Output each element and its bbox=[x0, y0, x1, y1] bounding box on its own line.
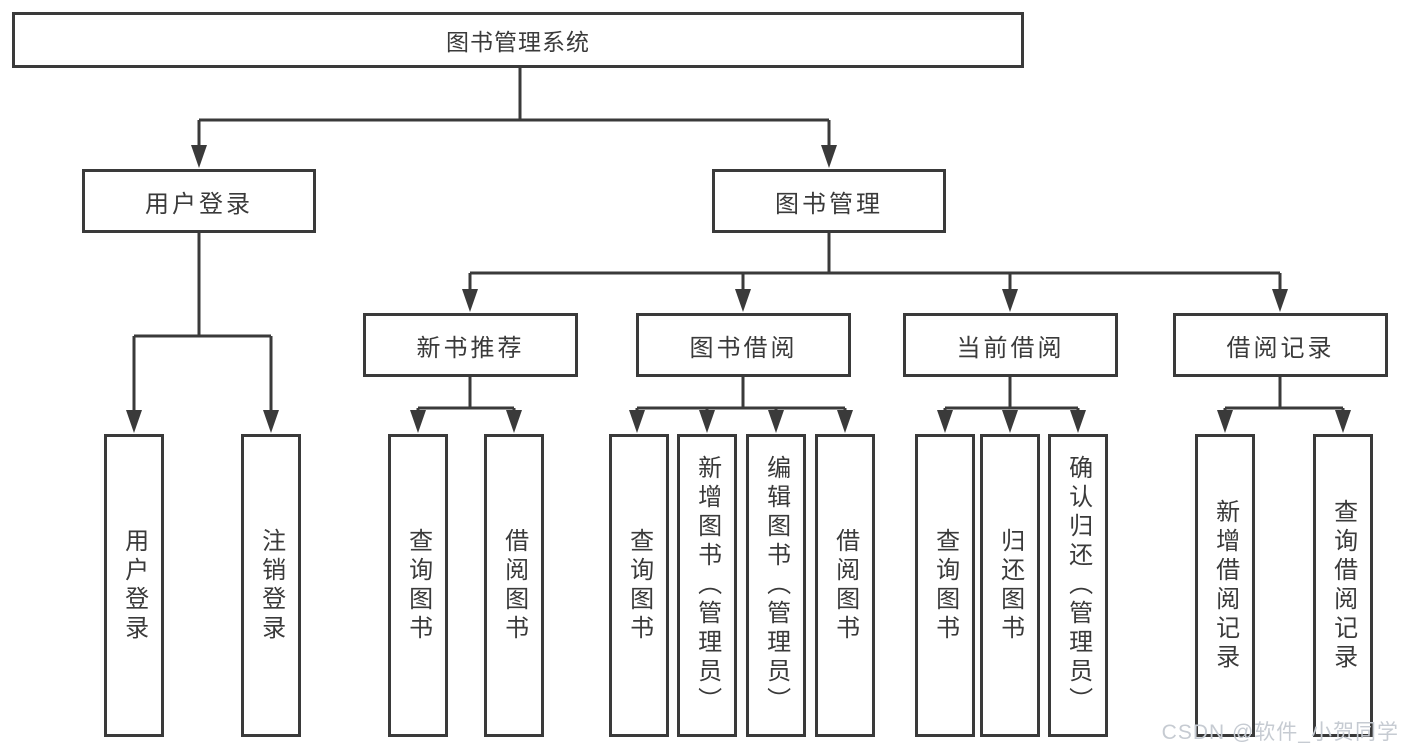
node-label: 借阅记录 bbox=[1226, 334, 1335, 362]
csdn-watermark: CSDN @软件_小贺同学 bbox=[1161, 721, 1399, 744]
node-label: 用户登录 bbox=[145, 190, 253, 218]
leaf-user-login: 用户登录 bbox=[104, 434, 164, 737]
node-label: 用户登录 bbox=[120, 527, 148, 644]
node-label: 借阅图书 bbox=[500, 527, 528, 644]
node-label: 查询借阅记录 bbox=[1329, 498, 1357, 673]
leaf-logout: 注销登录 bbox=[241, 434, 301, 737]
node-label: 图书管理 bbox=[775, 190, 883, 218]
node-label: 查询图书 bbox=[931, 527, 959, 644]
node-book-management: 图书管理 bbox=[712, 169, 946, 233]
node-label: 注销登录 bbox=[257, 527, 285, 644]
node-label: 当前借阅 bbox=[956, 334, 1065, 362]
leaf-return-book: 归还图书 bbox=[980, 434, 1040, 737]
node-user-login: 用户登录 bbox=[82, 169, 316, 233]
node-label: 查询图书 bbox=[404, 527, 432, 644]
node-label: 查询图书 bbox=[625, 527, 653, 644]
leaf-query-books-borrowing: 查询图书 bbox=[609, 434, 669, 737]
leaf-confirm-return-admin: 确认归还（管理员） bbox=[1048, 434, 1108, 737]
leaf-edit-book-admin: 编辑图书（管理员） bbox=[746, 434, 806, 737]
node-label: 新书推荐 bbox=[416, 334, 525, 362]
node-label: 图书借阅 bbox=[689, 334, 798, 362]
node-label: 确认归还（管理员） bbox=[1064, 455, 1092, 716]
arrowheads bbox=[126, 145, 1351, 433]
leaf-borrow-books-recommend: 借阅图书 bbox=[484, 434, 544, 737]
node-label: 新增借阅记录 bbox=[1211, 498, 1239, 673]
node-borrowing-records: 借阅记录 bbox=[1173, 313, 1388, 377]
leaf-query-borrow-record: 查询借阅记录 bbox=[1313, 434, 1373, 737]
node-label: 归还图书 bbox=[996, 527, 1024, 644]
node-label: 编辑图书（管理员） bbox=[762, 455, 790, 716]
node-new-book-recommendation: 新书推荐 bbox=[363, 313, 578, 377]
leaf-borrow-books-borrowing: 借阅图书 bbox=[815, 434, 875, 737]
leaf-query-books-recommend: 查询图书 bbox=[388, 434, 448, 737]
leaf-add-book-admin: 新增图书（管理员） bbox=[677, 434, 737, 737]
node-current-borrowing: 当前借阅 bbox=[903, 313, 1118, 377]
node-label: 新增图书（管理员） bbox=[693, 455, 721, 716]
node-label: 借阅图书 bbox=[831, 527, 859, 644]
leaf-query-books-current: 查询图书 bbox=[915, 434, 975, 737]
node-book-borrowing: 图书借阅 bbox=[636, 313, 851, 377]
leaf-add-borrow-record: 新增借阅记录 bbox=[1195, 434, 1255, 737]
node-label: 图书管理系统 bbox=[446, 29, 590, 55]
node-library-management-system: 图书管理系统 bbox=[12, 12, 1024, 68]
